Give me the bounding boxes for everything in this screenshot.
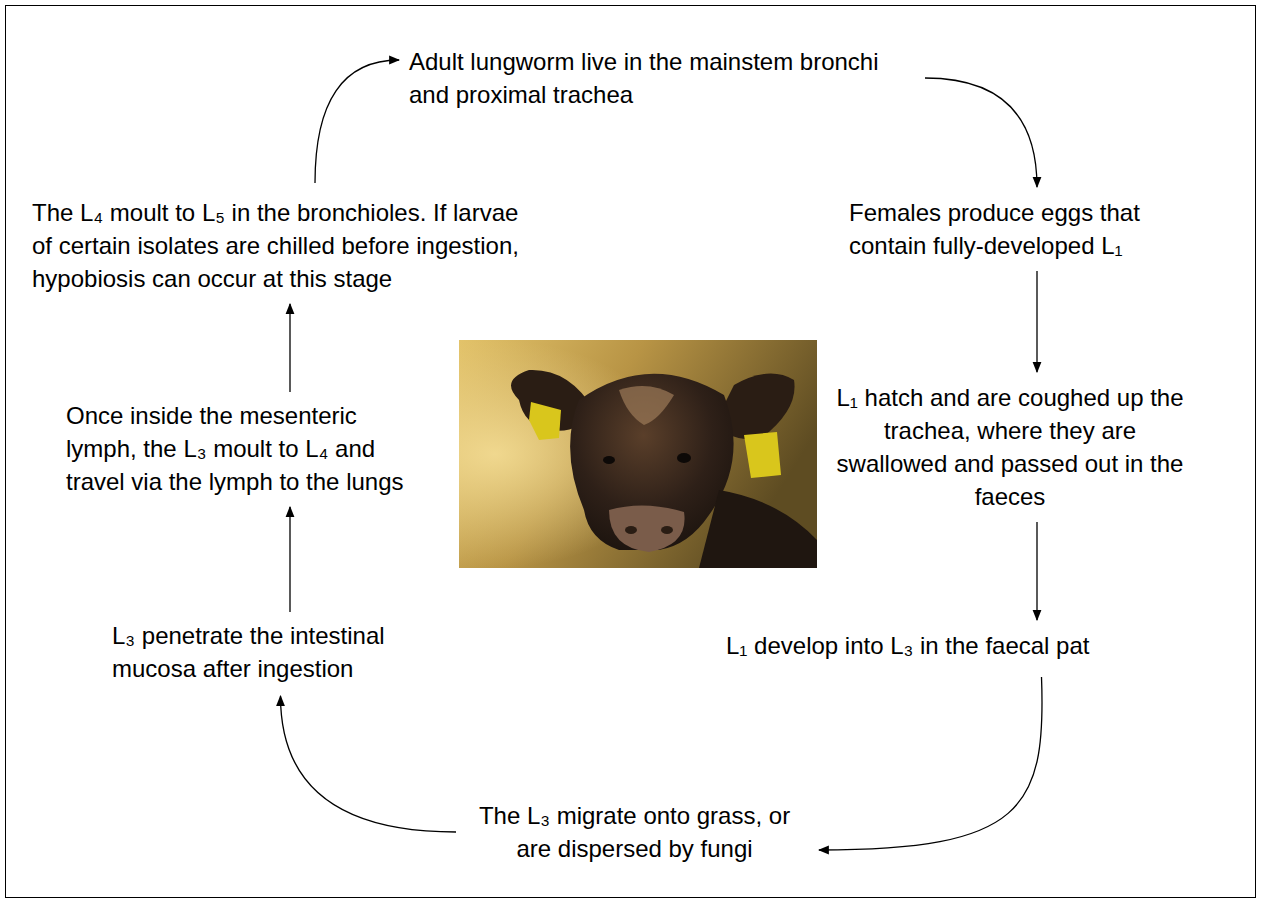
stage-text: The L₃ migrate onto grass, or are disper…: [466, 799, 803, 865]
cycle-stage: Females produce eggs that contain fully-…: [845, 193, 1165, 265]
stage-text: L₁ hatch and are coughed up the trachea,…: [834, 381, 1186, 513]
cycle-arrow: [925, 78, 1037, 187]
cycle-stage: Adult lungworm live in the mainstem bron…: [405, 42, 885, 114]
stage-text: L₃ penetrate the intestinal mucosa after…: [112, 619, 449, 685]
stage-text: The L₄ moult to L₅ in the bronchioles. I…: [32, 196, 524, 295]
cycle-arrow: [289, 507, 290, 612]
cycle-stage: Once inside the mesenteric lymph, the L₃…: [62, 396, 417, 501]
cycle-stage: L₃ penetrate the intestinal mucosa after…: [108, 616, 453, 688]
calf-muzzle: [609, 505, 685, 552]
photo-glow: [459, 340, 817, 568]
cycle-stage: L₁ develop into L₃ in the faecal pat: [722, 626, 1172, 665]
calf-nostril: [625, 526, 637, 534]
ear-tag-right: [744, 432, 781, 478]
frame-border: [6, 6, 1256, 898]
stage-text: L₁ develop into L₃ in the faecal pat: [726, 629, 1168, 662]
cycle-arrow: [289, 304, 290, 392]
ear-tag-left: [529, 402, 561, 440]
cycle-stage: The L₄ moult to L₅ in the bronchioles. I…: [28, 193, 528, 298]
cycle-arrow: [819, 677, 1042, 850]
cycle-arrow: [315, 60, 399, 183]
calf-forehead-light: [619, 386, 674, 425]
stage-text: Females produce eggs that contain fully-…: [849, 196, 1161, 262]
stage-text: Adult lungworm live in the mainstem bron…: [409, 45, 881, 111]
cycle-stage: L₁ hatch and are coughed up the trachea,…: [830, 378, 1190, 516]
photo-background: [459, 340, 817, 568]
cycle-arrow: [1036, 522, 1037, 620]
calf-photo: [459, 340, 817, 568]
cycle-arrow: [281, 696, 457, 832]
cycle-arrow: [1036, 271, 1037, 372]
cycle-stage: The L₃ migrate onto grass, or are disper…: [462, 796, 807, 868]
calf-nostril: [661, 526, 673, 534]
calf-eye: [677, 453, 691, 463]
stage-text: Once inside the mesenteric lymph, the L₃…: [66, 399, 413, 498]
calf-eye: [603, 456, 615, 464]
calf-neck: [699, 490, 817, 568]
